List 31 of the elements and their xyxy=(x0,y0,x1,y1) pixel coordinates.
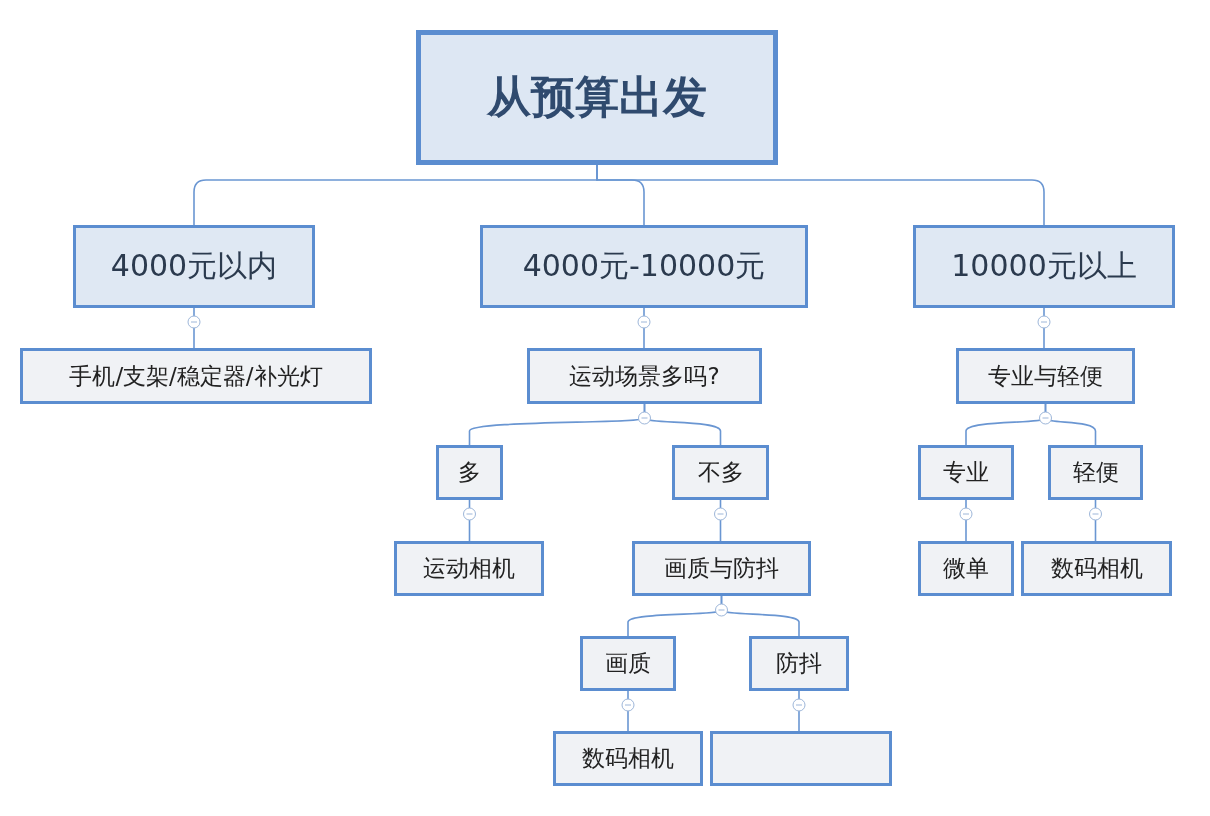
connector-line xyxy=(468,499,471,542)
topic-box xyxy=(710,731,892,786)
topic-box: 多 xyxy=(436,445,503,500)
topic-box: 运动场景多吗? xyxy=(527,348,762,404)
connector-line xyxy=(627,690,629,732)
topic-box: 数码相机 xyxy=(1021,541,1172,596)
topic-box: 手机/支架/稳定器/补光灯 xyxy=(20,348,372,404)
topic-box: 10000元以上 xyxy=(913,225,1175,308)
connector-line xyxy=(720,595,800,637)
topic-box: 画质 xyxy=(580,636,676,691)
topic-box: 运动相机 xyxy=(394,541,544,596)
root-topic-box: 从预算出发 xyxy=(416,30,778,165)
connector-line xyxy=(1044,403,1097,446)
connector-line xyxy=(1094,499,1097,542)
topic-box: 专业 xyxy=(918,445,1014,500)
topic-box: 轻便 xyxy=(1048,445,1143,500)
connector-line xyxy=(798,690,800,732)
connector-line xyxy=(1043,307,1045,349)
topic-box: 4000元-10000元 xyxy=(480,225,808,308)
connector-line xyxy=(643,403,722,446)
topic-box: 数码相机 xyxy=(553,731,703,786)
topic-box: 微单 xyxy=(918,541,1014,596)
topic-box: 专业与轻便 xyxy=(956,348,1135,404)
topic-box: 不多 xyxy=(672,445,769,500)
connector-line xyxy=(193,307,195,349)
connector-line xyxy=(643,307,645,349)
topic-box: 画质与防抖 xyxy=(632,541,811,596)
connector-line xyxy=(719,499,722,542)
topic-box: 4000元以内 xyxy=(73,225,315,308)
connector-line xyxy=(965,499,967,542)
topic-box: 防抖 xyxy=(749,636,849,691)
